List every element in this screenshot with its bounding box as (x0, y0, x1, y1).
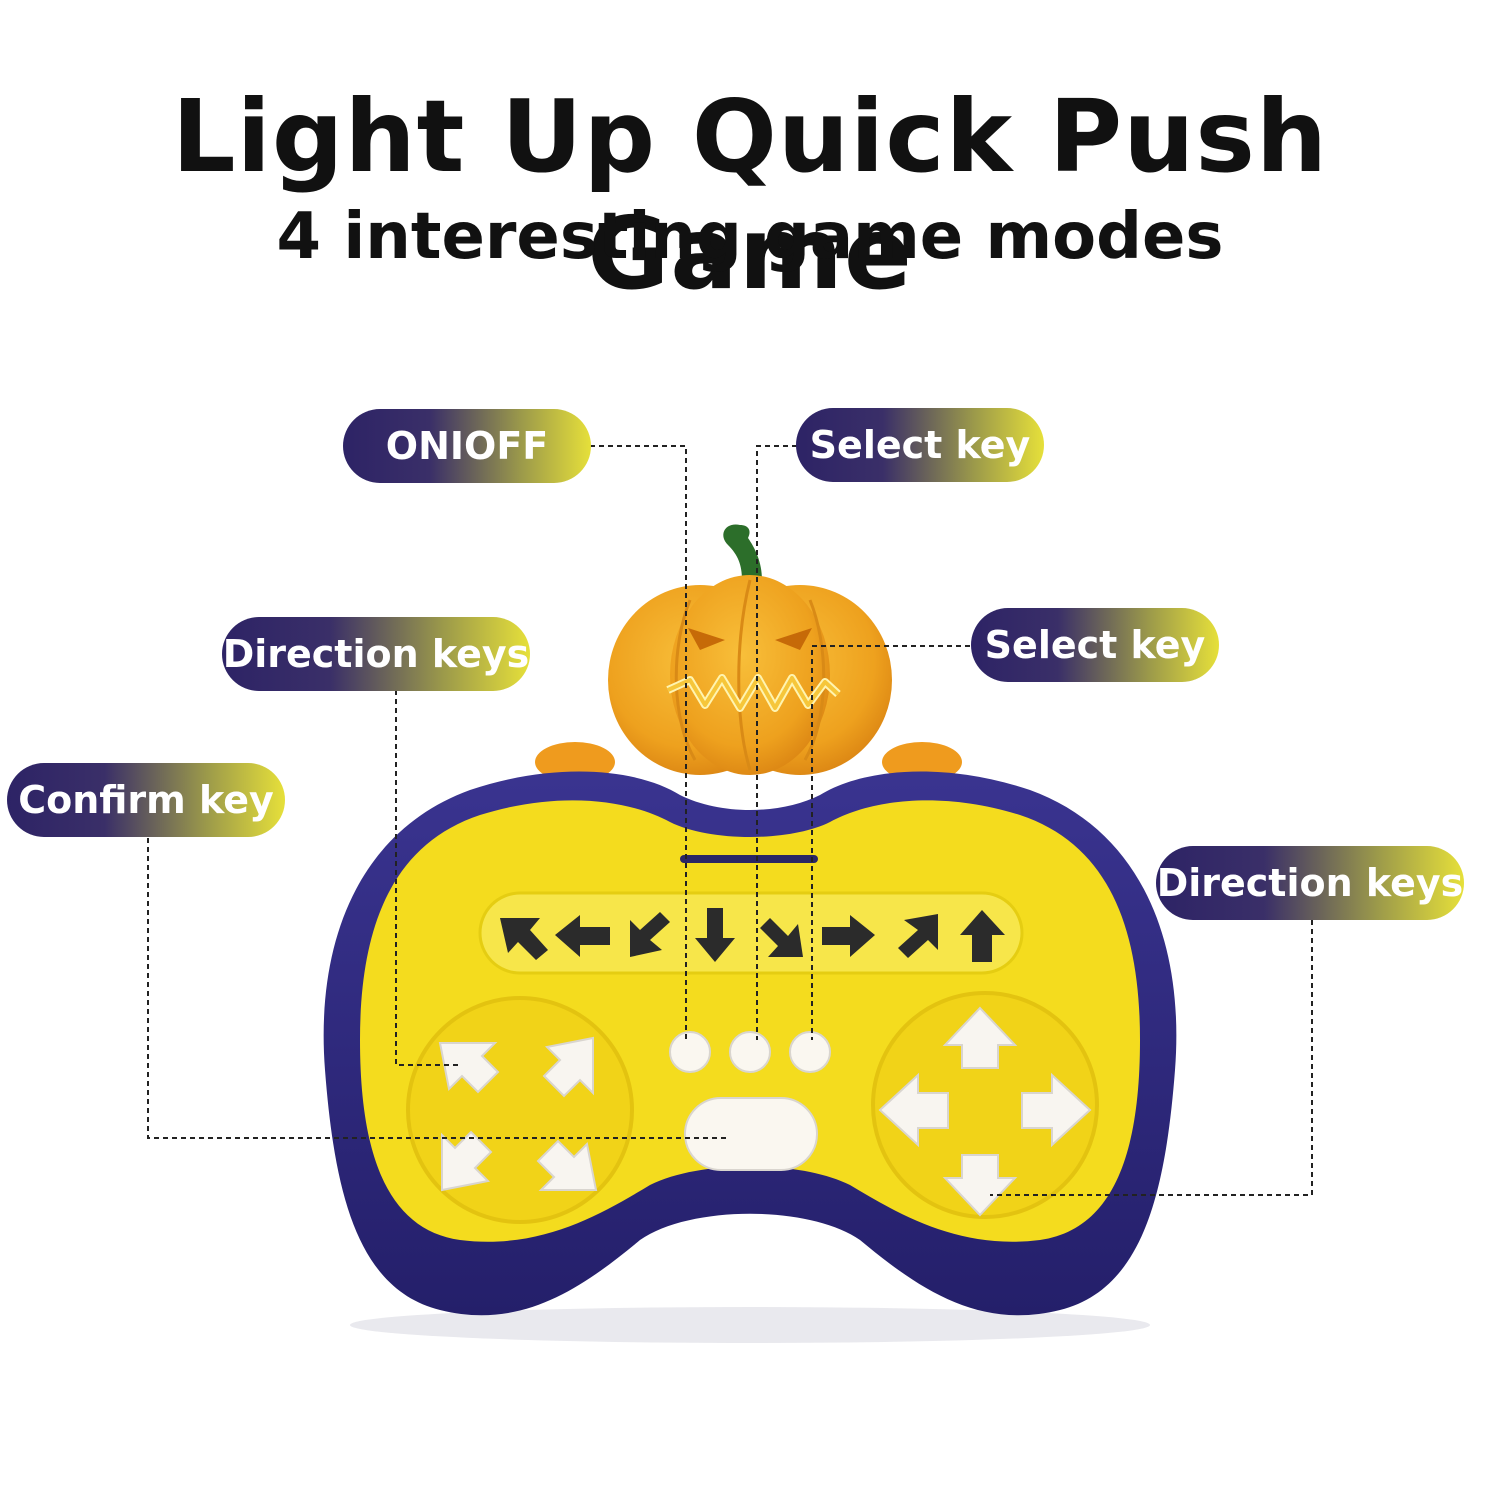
callout-select-key-top: Select key (796, 408, 1044, 482)
console-slot (680, 855, 818, 863)
callout-select-key-right: Select key (971, 608, 1219, 682)
callout-direction-keys-left: Direction keys (222, 617, 530, 691)
floor-shadow (350, 1307, 1150, 1343)
callout-on-off: ONIOFF (343, 409, 591, 483)
button-icon (669, 1031, 711, 1073)
page-title: Light Up Quick Push Game (171, 78, 1329, 312)
button-icon (729, 1031, 771, 1073)
callout-direction-keys-right: Direction keys (1156, 846, 1464, 920)
arrow-icon (536, 1139, 598, 1191)
page-subtitle: 4 interesting game modes (276, 200, 1224, 274)
arrow-icon (878, 1072, 949, 1148)
confirm-button (684, 1097, 818, 1171)
callout-confirm-key: Confirm key (7, 763, 285, 837)
button-icon (789, 1031, 831, 1073)
pumpkin-icon (608, 524, 892, 775)
